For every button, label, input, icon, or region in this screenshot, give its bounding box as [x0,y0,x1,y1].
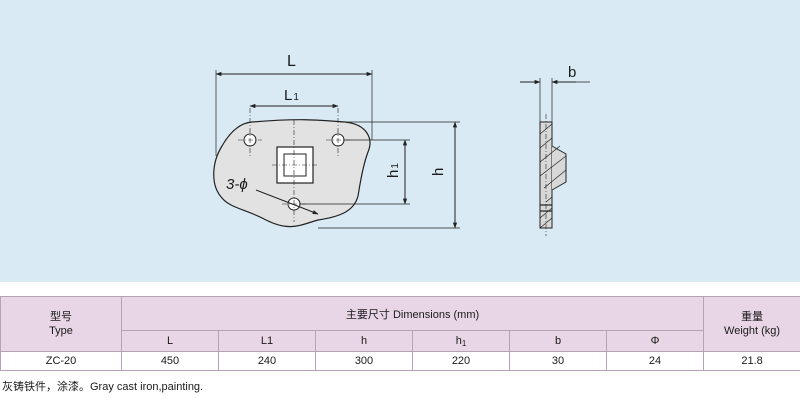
side-view [520,78,590,236]
technical-drawing: L L1 h h1 3-ϕ b [213,53,590,236]
col-header-L: L [121,330,219,352]
label-L1: L1 [284,87,299,104]
cell-L1: 240 [218,351,316,371]
cell-h: 300 [315,351,413,371]
dimensions-header: 主要尺寸 Dimensions (mm) [120,296,705,331]
col-header-L1: L1 [218,330,316,352]
label-h: h [430,168,447,176]
col-header-phi: Φ [605,330,705,352]
cell-b: 30 [509,351,607,371]
material-note: 灰铸铁件，涂漆。Gray cast iron,painting. [2,381,204,393]
cell-weight: 21.8 [703,351,800,371]
col-header-h1: h1 [412,330,510,352]
cell-phi: 24 [605,351,705,371]
label-b: b [568,64,576,81]
col-header-b: b [509,330,607,352]
table-row: ZC-20 450 240 300 220 30 24 21.8 [0,351,800,371]
cell-L: 450 [121,351,219,371]
label-holes: 3-ϕ [226,176,248,193]
label-L: L [287,53,296,70]
drawing-panel: L L1 h h1 3-ϕ b [0,0,800,282]
cell-type: ZC-20 [0,351,122,371]
col-header-h: h [315,330,413,352]
label-h1: h1 [385,163,402,178]
cell-h1: 220 [412,351,510,371]
